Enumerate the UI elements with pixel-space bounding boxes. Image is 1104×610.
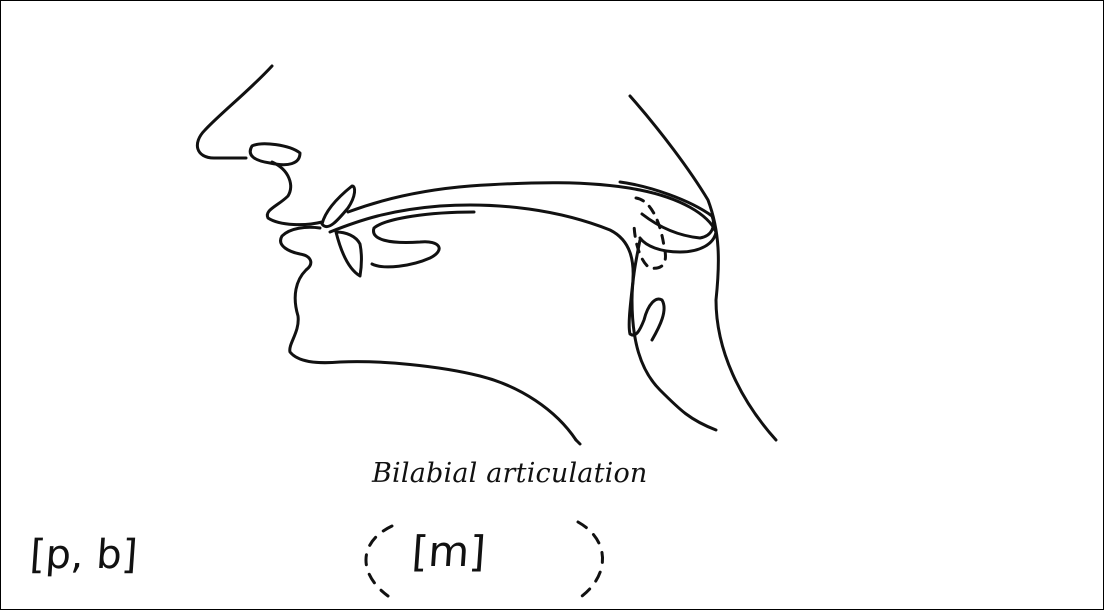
diagram-caption: Bilabial articulation	[372, 458, 648, 489]
upper-teeth	[322, 186, 355, 227]
pharynx-wall	[632, 240, 716, 430]
spine-line	[630, 96, 776, 440]
oral-stops-label: [p, b]	[28, 532, 139, 578]
nostril	[250, 144, 300, 165]
lower-teeth	[336, 232, 362, 276]
neck-front	[576, 440, 580, 444]
upper-lip	[267, 162, 322, 225]
velum-dashed	[634, 198, 665, 268]
tongue-tip	[372, 212, 474, 267]
nasal-stop-label: [m]	[410, 527, 487, 576]
